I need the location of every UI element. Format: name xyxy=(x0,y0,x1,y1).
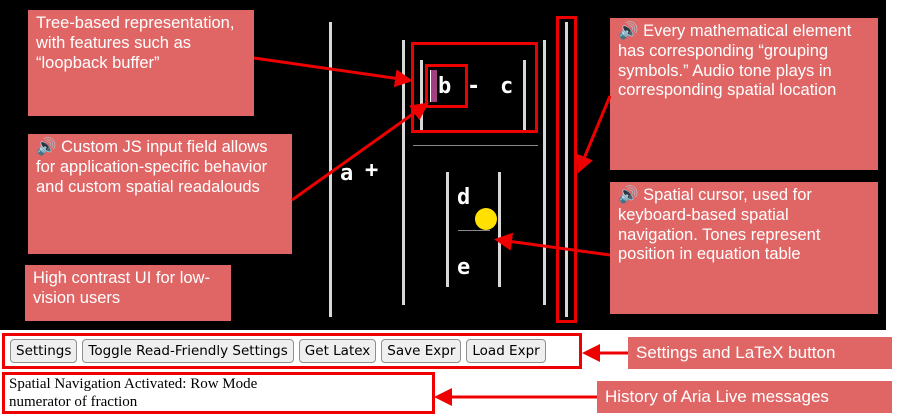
symbol-a[interactable]: a xyxy=(340,161,354,186)
annotation-history: History of Aria Live messages xyxy=(597,381,892,413)
highlight-grouping-bar xyxy=(556,16,577,323)
symbol-b[interactable]: b xyxy=(438,74,452,99)
arrow-cursor xyxy=(494,232,611,257)
grouping-bar xyxy=(523,60,526,130)
arrow-grouping xyxy=(576,95,612,174)
toggle-read-friendly-button[interactable]: Toggle Read-Friendly Settings xyxy=(82,339,294,363)
annotation-high-contrast: High contrast UI for low-vision users xyxy=(25,265,231,321)
grouping-bar xyxy=(565,22,568,317)
highlight-numerator xyxy=(411,42,538,133)
symbol-minus[interactable]: - xyxy=(467,74,481,99)
history-line: numerator of fraction xyxy=(9,394,138,410)
symbol-plus[interactable]: + xyxy=(365,158,379,183)
grouping-bar xyxy=(402,40,405,305)
spatial-cursor-dot xyxy=(475,208,497,230)
grouping-bar xyxy=(498,172,501,287)
get-latex-button[interactable]: Get Latex xyxy=(298,339,377,363)
grouping-bar xyxy=(446,172,449,287)
annotation-cursor: 🔊 Spatial cursor, used for keyboard-base… xyxy=(610,182,878,314)
fraction-bar xyxy=(413,145,538,146)
symbol-c[interactable]: c xyxy=(500,74,514,99)
save-expr-button[interactable]: Save Expr xyxy=(381,339,462,363)
arrow-input-field xyxy=(291,102,429,202)
grouping-bar xyxy=(329,22,332,317)
aria-live-history: Spatial Navigation Activated: Row Mode n… xyxy=(2,372,435,414)
toolbar: Settings Toggle Read-Friendly Settings G… xyxy=(2,333,582,369)
annotation-input-field: 🔊 Custom JS input field allows for appli… xyxy=(28,134,292,254)
arrow-tree xyxy=(253,56,413,88)
load-expr-button[interactable]: Load Expr xyxy=(466,339,546,363)
grouping-bar xyxy=(543,40,546,305)
annotation-settings-button: Settings and LaTeX button xyxy=(628,337,892,369)
grouping-bar xyxy=(420,60,423,130)
highlight-caret xyxy=(425,64,468,108)
settings-button[interactable]: Settings xyxy=(10,339,78,363)
fraction-bar xyxy=(458,230,490,231)
symbol-e[interactable]: e xyxy=(457,255,471,280)
annotation-grouping: 🔊 Every mathematical element has corresp… xyxy=(610,18,878,170)
history-line: Spatial Navigation Activated: Row Mode xyxy=(9,376,258,392)
input-caret xyxy=(430,70,437,102)
annotation-tree: Tree-based representation, with features… xyxy=(28,10,254,116)
symbol-d[interactable]: d xyxy=(457,185,471,210)
